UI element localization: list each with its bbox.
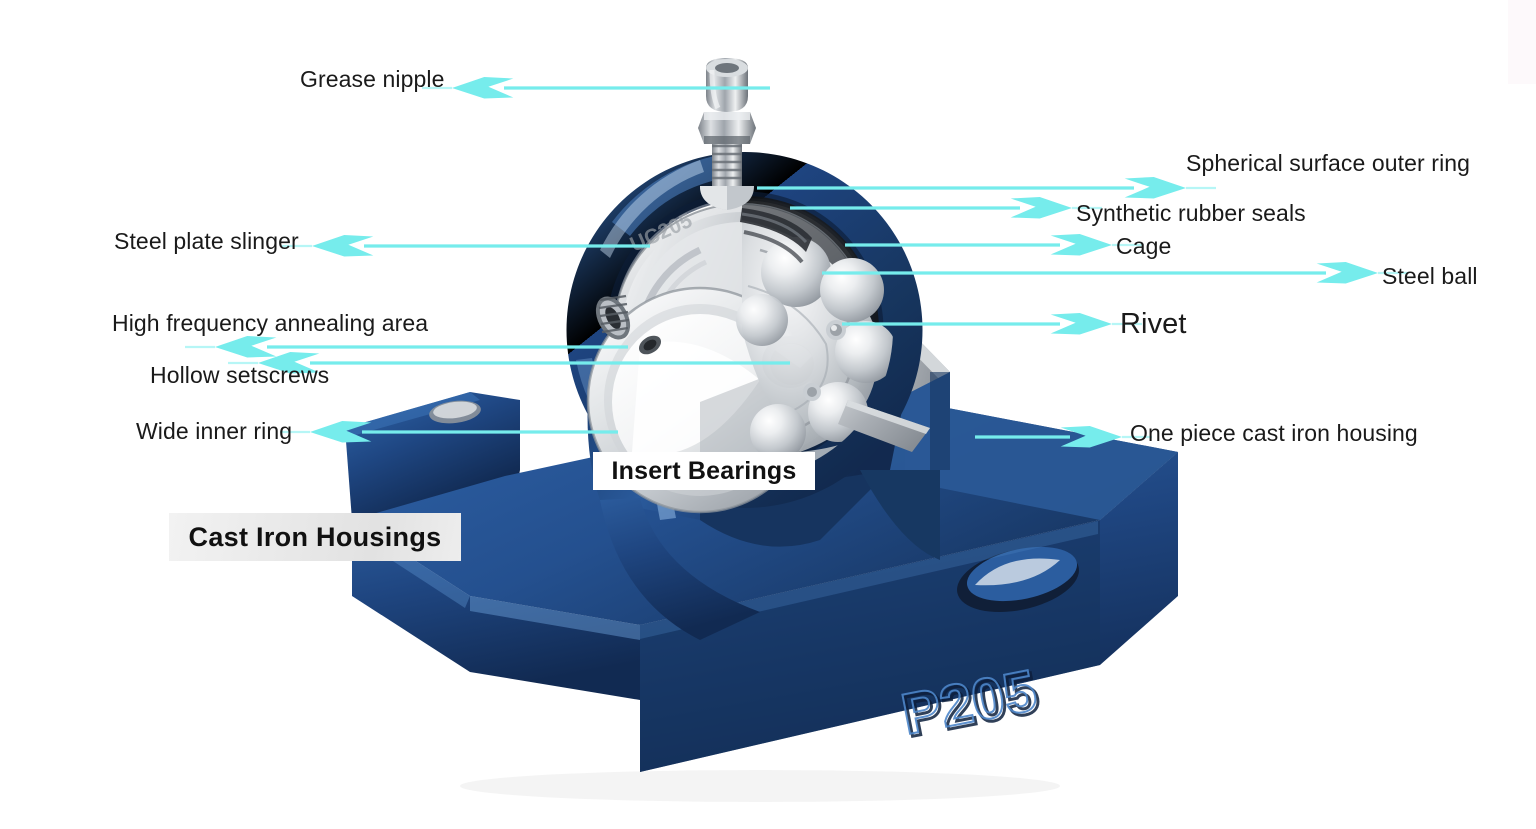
mounting-slot [957,546,1079,613]
callout-label-wide-inner-ring: Wide inner ring [136,418,293,444]
steel-ball [750,404,806,460]
callout-label-high-frequency-annealing-area: High frequency annealing area [112,310,429,336]
callout-label-hollow-setscrews: Hollow setscrews [150,362,330,388]
callout-label-grease-nipple: Grease nipple [300,66,445,92]
callout-label-steel-ball: Steel ball [1382,263,1478,289]
rivet [826,320,846,340]
callout-label-rivet: Rivet [1120,308,1187,340]
bearing-interior [736,208,893,470]
synthetic-rubber-seal [740,208,812,264]
callout-label-steel-plate-slinger: Steel plate slinger [114,228,299,254]
caption-cast-iron-housings: Cast Iron Housings [169,513,461,561]
callout-label-one-piece-cast-iron-housing: One piece cast iron housing [1130,420,1418,446]
steel-ball [761,237,831,307]
setscrew-lower [638,335,662,355]
rivet [803,383,821,401]
callout-label-spherical-surface-outer-ring: Spherical surface outer ring [1186,150,1471,176]
caption-insert-bearings-text: Insert Bearings [611,456,797,485]
caption-cast-iron-housings-text: Cast Iron Housings [188,521,442,552]
caption-insert-bearings: Insert Bearings [593,452,815,490]
setscrew-upper [595,294,631,340]
insert-mount-tab [838,400,930,452]
steel-ball [736,294,788,346]
callout-label-synthetic-rubber-seals: Synthetic rubber seals [1076,200,1306,226]
insert-bearing: UC205 [586,203,930,514]
edge-artifact [1508,0,1536,84]
grease-nipple [698,58,756,210]
callout-label-cage: Cage [1116,233,1172,259]
steel-ball [835,321,893,383]
steel-ball [820,258,884,322]
